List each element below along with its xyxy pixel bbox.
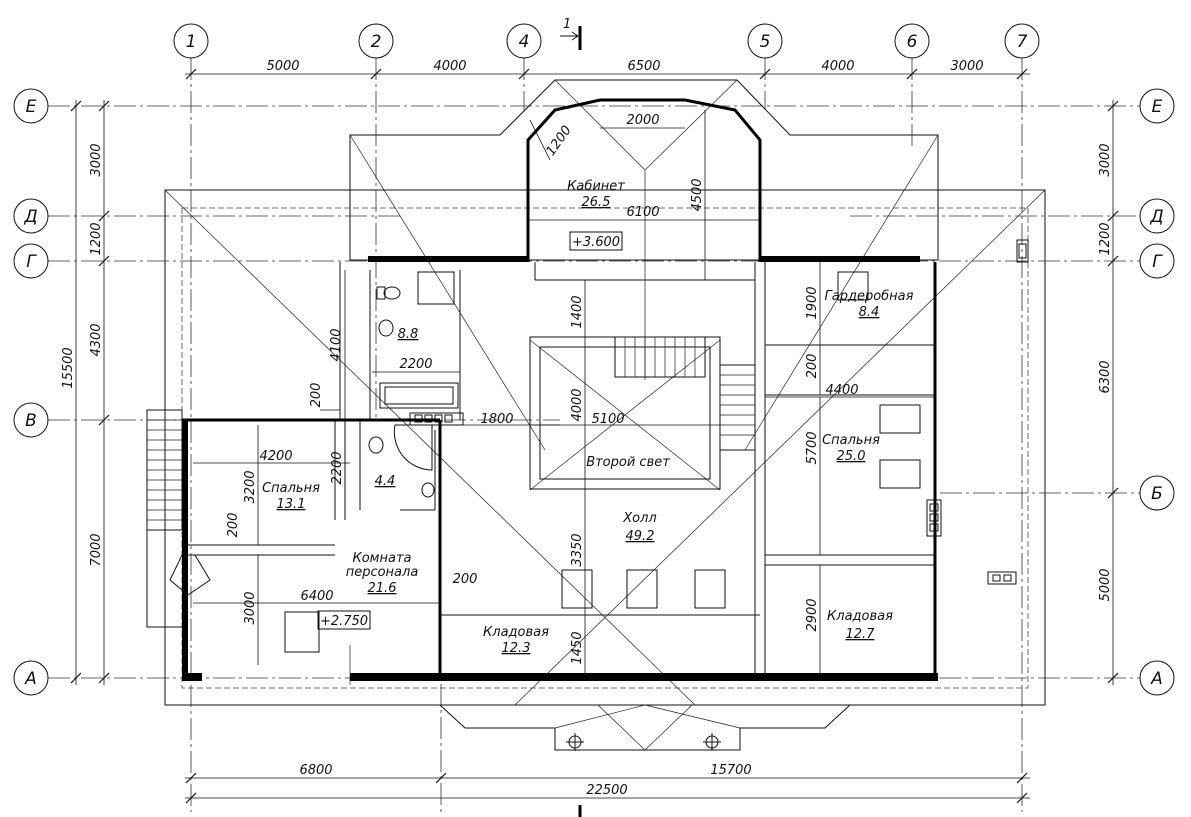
axis-label-4: 4	[519, 32, 530, 52]
dim-right-3: 6300	[1098, 360, 1113, 393]
dim-cab-4500: 4500	[690, 178, 705, 211]
dim-bottom-left: 6800	[299, 763, 332, 778]
roof-outline	[164, 79, 1046, 751]
dim-left-total: 15500	[61, 347, 76, 388]
dim-6400: 6400	[300, 589, 333, 604]
dim-2900: 2900	[805, 598, 820, 631]
room-wardrobe-name: Гардеробная	[825, 289, 914, 304]
dim-1400: 1400	[570, 295, 585, 328]
room-labels: Кабинет 26.5 +3.600 8.8 4.4 Гардеробная …	[262, 179, 914, 656]
dim-3200: 3200	[243, 470, 258, 503]
dim-5700: 5700	[805, 431, 820, 464]
axis-label-b-right: Б	[1151, 484, 1163, 504]
axis-label-d-left: Д	[23, 207, 37, 227]
room-study-area: 26.5	[582, 195, 611, 210]
dim-5100: 5100	[591, 412, 624, 427]
axis-label-a-left: А	[24, 669, 37, 689]
dim-bay-1200: 1200	[543, 123, 574, 159]
dim-cab-6100: 6100	[626, 205, 659, 220]
dim-4200: 4200	[259, 449, 292, 464]
axis-label-2: 2	[371, 32, 382, 52]
axis-label-6: 6	[907, 32, 918, 52]
dim-200c: 200	[453, 572, 478, 587]
axis-bubbles	[13, 23, 1175, 696]
walls	[182, 98, 938, 681]
dim-bottom-right: 15700	[710, 763, 751, 778]
room-bath-area: 8.8	[398, 327, 419, 342]
axis-label-v-left: В	[25, 411, 37, 431]
dim-1450: 1450	[570, 631, 585, 664]
dim-2200v: 2200	[330, 451, 345, 484]
dim-200d: 200	[805, 354, 820, 379]
dim-200a: 200	[309, 383, 324, 408]
dim-4000: 4000	[570, 388, 585, 421]
room-study-name: Кабинет	[567, 179, 625, 194]
dim-right-2: 1200	[1098, 222, 1113, 255]
dim-top-5: 3000	[950, 59, 983, 74]
dimension-labels: 5000 4000 6500 4000 3000 6800 15700 2250…	[61, 59, 1113, 798]
room-bedroom-right-name: Спальня	[822, 433, 880, 448]
axis-label-7: 7	[1017, 32, 1028, 52]
room-storage-right-name: Кладовая	[827, 609, 893, 624]
level-study: +3.600	[572, 235, 620, 250]
axis-labels: 1 2 4 5 6 7 Е Д Г В А Е Д Г Б А 1	[23, 17, 1163, 689]
dim-left-2: 1200	[89, 222, 104, 255]
dim-top-3: 6500	[627, 59, 660, 74]
level-staff: +2.750	[320, 614, 368, 629]
fixtures	[284, 239, 1029, 751]
dimension-lines	[70, 26, 1119, 817]
room-wc-area: 4.4	[375, 474, 396, 489]
room-staff-line2: персонала	[346, 565, 419, 580]
room-staff-area: 21.6	[368, 581, 397, 596]
dim-1900: 1900	[805, 286, 820, 319]
room-storage-left-area: 12.3	[502, 641, 531, 656]
dim-top-1: 5000	[266, 59, 299, 74]
axis-label-g-left: Г	[26, 252, 37, 272]
dim-top-2: 4000	[433, 59, 466, 74]
dim-4100: 4100	[329, 328, 344, 361]
room-storage-left-name: Кладовая	[483, 625, 549, 640]
room-hall-area: 49.2	[626, 529, 655, 544]
dim-200b: 200	[226, 513, 241, 538]
dim-bay-2000: 2000	[626, 113, 659, 128]
dim-3350: 3350	[570, 533, 585, 566]
dim-1800: 1800	[480, 412, 513, 427]
room-staff-line1: Комната	[353, 551, 412, 566]
axis-grid	[48, 58, 1140, 812]
section-mark-label: 1	[563, 17, 571, 32]
dim-bottom-total: 22500	[586, 783, 627, 798]
dim-2200h: 2200	[399, 357, 432, 372]
room-bedroom-left-area: 13.1	[277, 497, 306, 512]
dim-right-4: 5000	[1098, 568, 1113, 601]
dim-left-3: 4300	[89, 323, 104, 356]
dim-right-1: 3000	[1098, 143, 1113, 176]
axis-label-5: 5	[760, 32, 771, 52]
room-bedroom-right-area: 25.0	[837, 449, 866, 464]
axis-label-d-right: Д	[1149, 207, 1163, 227]
dim-left-1: 3000	[89, 143, 104, 176]
axis-label-1: 1	[186, 32, 197, 52]
axis-label-e-left: Е	[26, 97, 37, 117]
axis-label-e-right: Е	[1152, 97, 1163, 117]
dim-top-4: 4000	[821, 59, 854, 74]
dim-3000: 3000	[243, 591, 258, 624]
room-hall-name: Холл	[622, 511, 656, 526]
room-wardrobe-area: 8.4	[859, 305, 880, 320]
room-second-light-name: Второй свет	[586, 455, 670, 470]
room-storage-right-area: 12.7	[846, 627, 876, 642]
axis-label-g-right: Г	[1152, 252, 1163, 272]
axis-label-a-right: А	[1150, 669, 1163, 689]
stairs-and-void	[146, 336, 756, 628]
dim-4400: 4400	[825, 383, 858, 398]
dim-left-4: 7000	[89, 533, 104, 566]
room-bedroom-left-name: Спальня	[262, 481, 320, 496]
